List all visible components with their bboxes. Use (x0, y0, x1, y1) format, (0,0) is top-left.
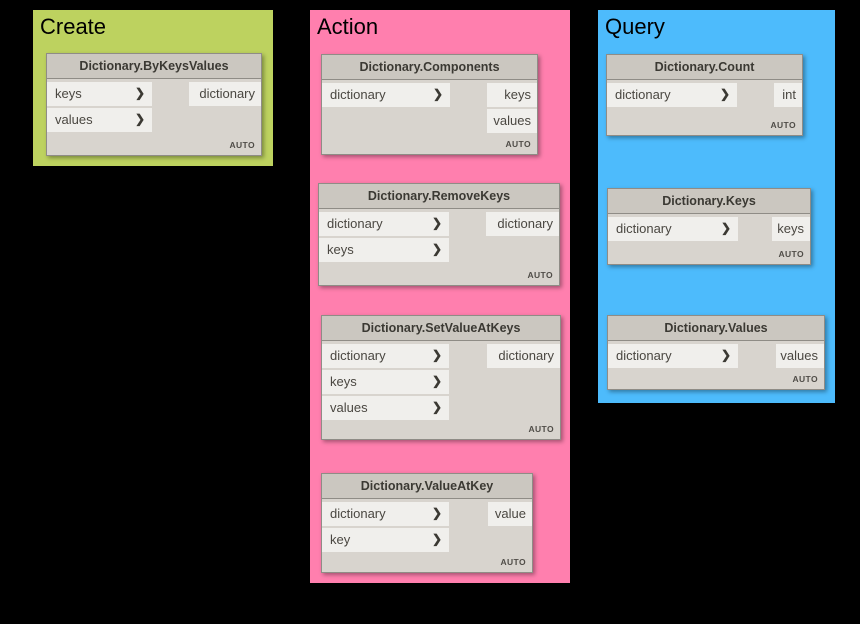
input-port-label: keys (330, 374, 357, 389)
input-port-label: values (330, 400, 368, 415)
chevron-right-icon: ❯ (432, 87, 443, 101)
output-ports: value (488, 502, 532, 528)
input-port-dictionary[interactable]: dictionary ❯ (319, 212, 449, 236)
chevron-right-icon: ❯ (431, 506, 442, 520)
lacing-badge: AUTO (778, 249, 804, 259)
input-port-label: dictionary (330, 87, 386, 102)
output-port-keys[interactable]: keys (772, 217, 810, 241)
input-ports: dictionary ❯ (608, 344, 738, 370)
output-port-value[interactable]: value (488, 502, 532, 526)
node-title[interactable]: Dictionary.Keys (608, 189, 810, 214)
input-port-dictionary[interactable]: dictionary ❯ (322, 344, 449, 368)
chevron-right-icon: ❯ (431, 374, 442, 388)
chevron-right-icon: ❯ (431, 400, 442, 414)
output-port-keys[interactable]: keys (487, 83, 537, 107)
input-port-dictionary[interactable]: dictionary ❯ (608, 217, 738, 241)
input-port-keys[interactable]: keys ❯ (319, 238, 449, 262)
group-title-create[interactable]: Create (40, 14, 107, 39)
node-title[interactable]: Dictionary.Components (322, 55, 537, 80)
input-port-label: dictionary (615, 87, 671, 102)
input-port-label: dictionary (616, 221, 672, 236)
input-port-label: dictionary (330, 348, 386, 363)
input-ports: dictionary ❯ (322, 83, 450, 109)
output-ports: keys (772, 217, 810, 243)
input-ports: dictionary ❯ keys ❯ (319, 212, 449, 264)
chevron-right-icon: ❯ (134, 112, 145, 126)
chevron-right-icon: ❯ (720, 348, 731, 362)
output-port-int[interactable]: int (774, 83, 802, 107)
input-port-keys[interactable]: keys ❯ (47, 82, 152, 106)
output-port-dictionary[interactable]: dictionary (486, 212, 559, 236)
output-ports: dictionary (189, 82, 261, 108)
input-port-label: dictionary (330, 506, 386, 521)
node-title[interactable]: Dictionary.Count (607, 55, 802, 80)
chevron-right-icon: ❯ (719, 87, 730, 101)
input-port-label: values (55, 112, 93, 127)
lacing-badge: AUTO (500, 557, 526, 567)
node-dictionary-bykeysvalues[interactable]: Dictionary.ByKeysValues keys ❯ values ❯ dicti… (46, 53, 262, 156)
chevron-right-icon: ❯ (431, 216, 442, 230)
group-title-action[interactable]: Action (317, 14, 379, 39)
chevron-right-icon: ❯ (134, 86, 145, 100)
output-port-dictionary[interactable]: dictionary (487, 344, 560, 368)
output-ports: values (776, 344, 824, 370)
output-port-values[interactable]: values (776, 344, 824, 368)
input-port-key[interactable]: key ❯ (322, 528, 449, 552)
input-port-dictionary[interactable]: dictionary ❯ (607, 83, 737, 107)
input-port-keys[interactable]: keys ❯ (322, 370, 449, 394)
output-ports: dictionary (486, 212, 559, 238)
input-port-label: dictionary (616, 348, 672, 363)
node-title[interactable]: Dictionary.Values (608, 316, 824, 341)
lacing-badge: AUTO (792, 374, 818, 384)
lacing-badge: AUTO (770, 120, 796, 130)
chevron-right-icon: ❯ (431, 532, 442, 546)
lacing-badge: AUTO (505, 139, 531, 149)
chevron-right-icon: ❯ (431, 242, 442, 256)
input-ports: keys ❯ values ❯ (47, 82, 152, 134)
lacing-badge: AUTO (229, 140, 255, 150)
input-port-label: dictionary (327, 216, 383, 231)
input-ports: dictionary ❯ keys ❯ values ❯ (322, 344, 449, 422)
node-title[interactable]: Dictionary.ByKeysValues (47, 54, 261, 79)
input-port-dictionary[interactable]: dictionary ❯ (322, 502, 449, 526)
input-port-dictionary[interactable]: dictionary ❯ (608, 344, 738, 368)
input-port-dictionary[interactable]: dictionary ❯ (322, 83, 450, 107)
input-ports: dictionary ❯ key ❯ (322, 502, 449, 554)
group-title-query[interactable]: Query (605, 14, 665, 39)
input-ports: dictionary ❯ (607, 83, 737, 109)
node-title[interactable]: Dictionary.ValueAtKey (322, 474, 532, 499)
output-ports: dictionary (487, 344, 560, 370)
node-title[interactable]: Dictionary.SetValueAtKeys (322, 316, 560, 341)
input-ports: dictionary ❯ (608, 217, 738, 243)
input-port-label: keys (55, 86, 82, 101)
lacing-badge: AUTO (527, 270, 553, 280)
input-port-label: keys (327, 242, 354, 257)
input-port-label: key (330, 532, 351, 547)
node-dictionary-valueatkey[interactable]: Dictionary.ValueAtKey dictionary ❯ key ❯ valu… (321, 473, 533, 573)
chevron-right-icon: ❯ (431, 348, 442, 362)
node-title[interactable]: Dictionary.RemoveKeys (319, 184, 559, 209)
output-ports: int (774, 83, 802, 109)
input-port-values[interactable]: values ❯ (47, 108, 152, 132)
output-port-dictionary[interactable]: dictionary (189, 82, 261, 106)
lacing-badge: AUTO (528, 424, 554, 434)
input-port-values[interactable]: values ❯ (322, 396, 449, 420)
output-port-values[interactable]: values (487, 109, 537, 133)
chevron-right-icon: ❯ (720, 221, 731, 235)
